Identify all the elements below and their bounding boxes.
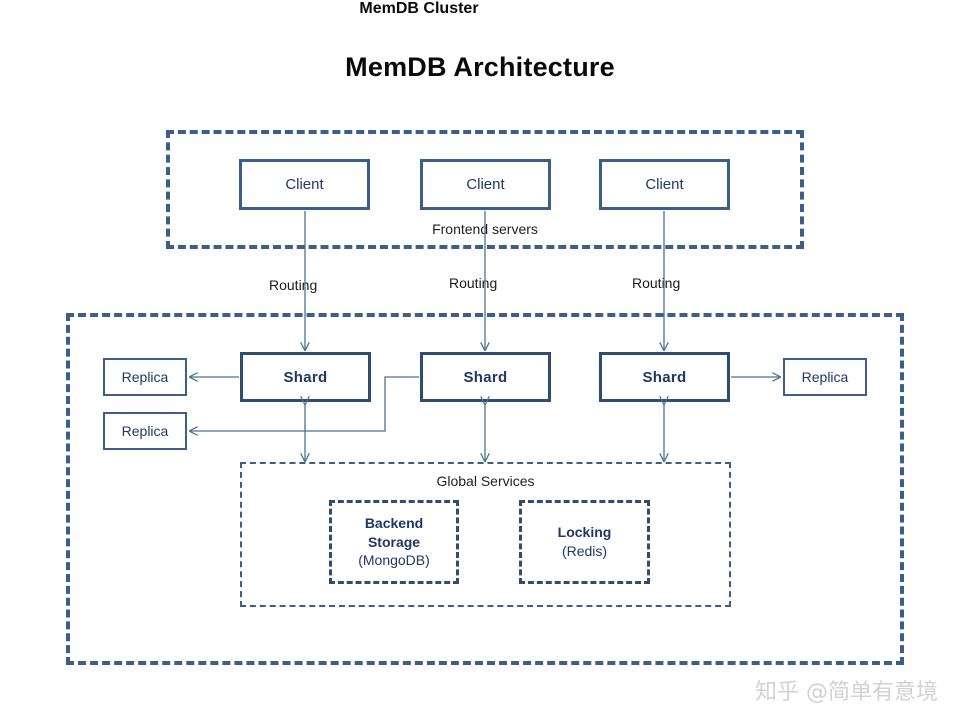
shard-box-3[interactable]: Shard (599, 352, 730, 402)
locking-service-box[interactable]: Locking (Redis) (519, 500, 650, 584)
memdb-cluster-label: MemDB Cluster (359, 0, 479, 17)
routing-label-3: Routing (632, 275, 681, 291)
replica-box-1[interactable]: Replica (103, 358, 187, 396)
client-box-3[interactable]: Client (599, 159, 730, 210)
client-box-1[interactable]: Client (239, 159, 370, 210)
frontend-servers-label: Frontend servers (432, 221, 538, 237)
routing-label-1: Routing (269, 277, 318, 293)
replica-box-2[interactable]: Replica (103, 412, 187, 450)
global-services-label: Global Services (436, 473, 535, 489)
client-box-2[interactable]: Client (420, 159, 551, 210)
locking-service-subtitle: (Redis) (561, 543, 608, 559)
backend-storage-subtitle: (MongoDB) (358, 552, 430, 569)
backend-storage-title-line2: Storage (367, 533, 421, 550)
backend-storage-title-line1: Backend (364, 514, 424, 531)
watermark: 知乎 @简单有意境 (755, 680, 938, 705)
replica-box-3[interactable]: Replica (783, 358, 867, 396)
locking-service-title: Locking (557, 524, 612, 541)
shard-box-1[interactable]: Shard (240, 352, 371, 402)
backend-storage-box[interactable]: Backend Storage (MongoDB) (329, 500, 459, 584)
shard-box-2[interactable]: Shard (420, 352, 551, 402)
routing-label-2: Routing (449, 275, 498, 291)
global-services-group (240, 462, 731, 607)
page-title: MemDB Architecture (345, 52, 615, 82)
